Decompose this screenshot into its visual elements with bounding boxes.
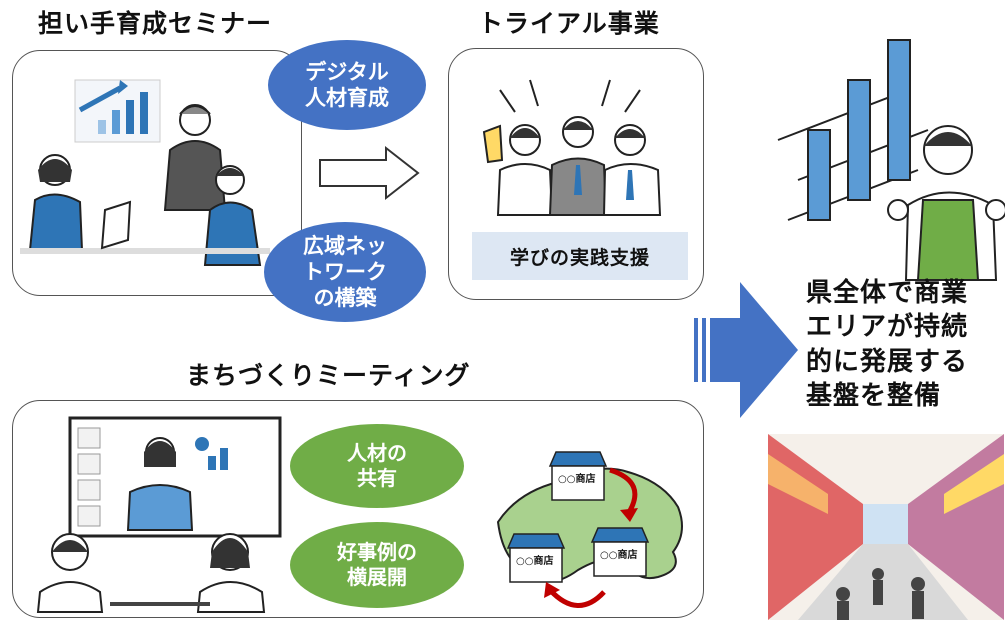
oval-digital-talent: デジタル 人材育成 bbox=[268, 40, 426, 130]
prefecture-map-illustration bbox=[496, 451, 683, 608]
shop-sign-1: ○○商店 bbox=[558, 474, 596, 485]
online-meeting-illustration bbox=[36, 416, 282, 613]
seminar-illustration bbox=[20, 79, 270, 266]
meeting-title: まちづくりミーティング bbox=[186, 361, 471, 390]
result-text: 県全体で商業 エリアが持続 的に発展する 基盤を整備 bbox=[806, 278, 969, 411]
shop-sign-3: ○○商店 bbox=[600, 550, 638, 561]
trial-title: トライアル事業 bbox=[478, 9, 660, 38]
seminar-title: 担い手育成セミナー bbox=[38, 9, 273, 38]
trial-illustration bbox=[482, 79, 662, 216]
hollow-arrow bbox=[319, 145, 420, 201]
shopping-street-illustration bbox=[768, 434, 1004, 620]
oval-talent-sharing: 人材の 共有 bbox=[290, 424, 464, 508]
big-blue-arrow bbox=[694, 282, 798, 418]
growth-illustration bbox=[777, 39, 1005, 281]
shop-sign-2: ○○商店 bbox=[516, 556, 554, 567]
oval-best-practice-spread: 好事例の 横展開 bbox=[290, 522, 464, 608]
practice-support-label: 学びの実践支援 bbox=[472, 232, 688, 280]
oval-wide-network: 広域ネッ トワーク の構築 bbox=[264, 222, 426, 322]
